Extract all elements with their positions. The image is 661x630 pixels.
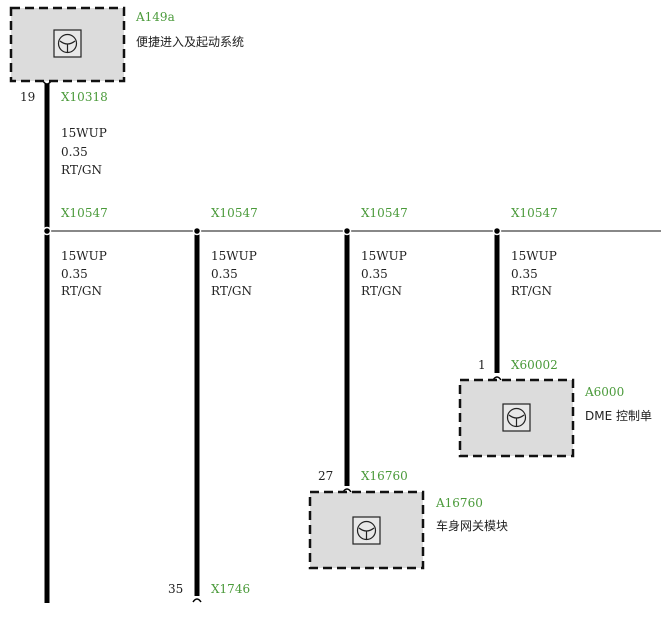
control-unit-icon bbox=[352, 516, 381, 545]
pin-35-icon bbox=[192, 598, 202, 603]
control-unit-icon bbox=[502, 403, 531, 432]
module-name: DME 控制单 bbox=[585, 409, 652, 423]
wire-signal: 15WUP bbox=[61, 249, 107, 263]
wire-color: RT/GN bbox=[211, 284, 252, 298]
splice-dot bbox=[192, 226, 202, 236]
splice-dot bbox=[342, 226, 352, 236]
wire-gauge: 0.35 bbox=[511, 267, 538, 281]
splice-id: X10547 bbox=[361, 206, 408, 220]
wire-signal: 15WUP bbox=[361, 249, 407, 263]
module-id: A6000 bbox=[585, 385, 625, 399]
wire-signal: 15WUP bbox=[61, 126, 107, 140]
wire-gauge: 0.35 bbox=[61, 145, 88, 159]
pin-number: 35 bbox=[168, 582, 184, 596]
wire-color: RT/GN bbox=[61, 284, 102, 298]
splice-dot bbox=[42, 226, 52, 236]
module-id: A16760 bbox=[436, 496, 483, 510]
splice-dot bbox=[492, 226, 502, 236]
wire-gauge: 0.35 bbox=[61, 267, 88, 281]
wire-gauge: 0.35 bbox=[361, 267, 388, 281]
wire-color: RT/GN bbox=[61, 163, 102, 177]
connector-id: X60002 bbox=[511, 358, 558, 372]
connector-id: X10318 bbox=[61, 90, 108, 104]
wire-color: RT/GN bbox=[511, 284, 552, 298]
splice-id: X10547 bbox=[211, 206, 258, 220]
module-a149a[interactable] bbox=[9, 6, 126, 83]
control-unit-icon bbox=[53, 29, 82, 58]
pin-number: 19 bbox=[20, 90, 36, 104]
pin-number: 1 bbox=[478, 358, 486, 372]
connector-id: X1746 bbox=[211, 582, 251, 596]
splice-id: X10547 bbox=[511, 206, 558, 220]
module-name: 便捷进入及起动系统 bbox=[136, 35, 245, 49]
splice-id: X10547 bbox=[61, 206, 108, 220]
connector-id: X16760 bbox=[361, 469, 408, 483]
pin-number: 27 bbox=[318, 469, 334, 483]
module-name: 车身网关模块 bbox=[436, 519, 509, 533]
module-id: A149a bbox=[136, 10, 175, 24]
wire-signal: 15WUP bbox=[211, 249, 257, 263]
wire-signal: 15WUP bbox=[511, 249, 557, 263]
wire-color: RT/GN bbox=[361, 284, 402, 298]
wire-gauge: 0.35 bbox=[211, 267, 238, 281]
